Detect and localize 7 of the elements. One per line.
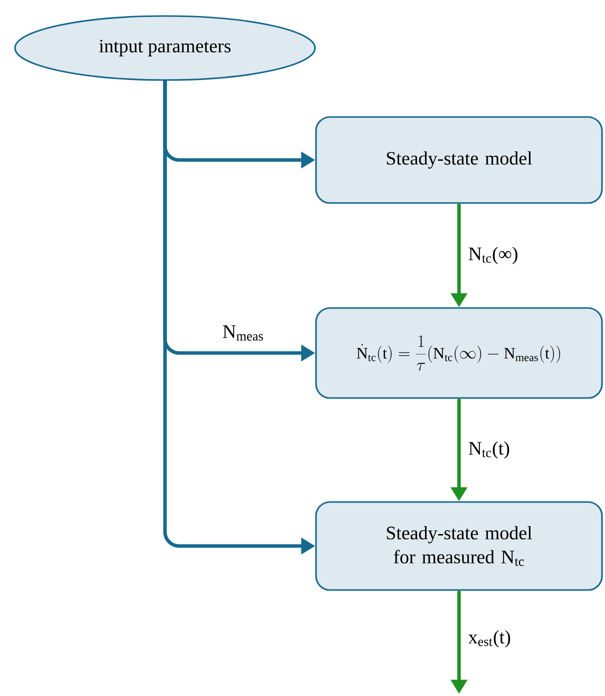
- edge-label: x$_{est}$(t): [467, 629, 512, 648]
- process-box: Steady-state model for measured N$_{tc}$: [315, 501, 603, 591]
- edge-label: N$_{meas}$: [221, 324, 265, 342]
- formula-box: $\dot{\mathrm{N}}_{\mathrm{tc}}(\mathrm{t}) = \frac{1}{\tau}(\mathrm{N}_{\mathrm{tc}}(\infty) - \mathrm{N}_{\mathrm{meas}}(\mathrm{t}))$: [315, 307, 603, 399]
- edge-label: N$_{tc}$(t): [467, 440, 511, 460]
- process-box: Steady-state model: [315, 116, 603, 204]
- edge-label: N$_{tc}$(∞): [467, 246, 520, 266]
